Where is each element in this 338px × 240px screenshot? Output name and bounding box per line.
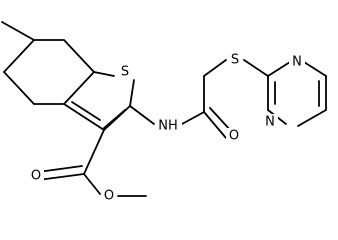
bond-ch2-s xyxy=(203,59,227,77)
structure-canvas: S S NH O O O N N xyxy=(1,21,327,204)
bond-layer xyxy=(1,21,327,197)
atom-nh-amide: NH xyxy=(158,119,178,134)
atom-bg-n-pyr-top xyxy=(289,54,305,70)
chemical-structure-diagram: S S NH O O O N N xyxy=(1,21,327,204)
atom-bg-o-amide xyxy=(226,128,242,144)
bond-pyr-n1-c6 xyxy=(303,61,327,77)
bond-ring-c3 xyxy=(3,39,35,73)
bond-thio-c3-c3a-double xyxy=(71,101,101,121)
bond-ester-carbonyl-double xyxy=(37,173,85,181)
bond-pyr-c5-c4 xyxy=(297,109,327,127)
atom-bg-s-thiophene xyxy=(117,64,133,80)
bond-thio-c-s xyxy=(93,71,115,77)
bond-nh-carbonyl xyxy=(181,111,205,125)
atom-bg-o-ester-methoxy xyxy=(101,188,117,204)
bond-c3-carbonyl xyxy=(83,129,105,175)
atom-s-thiophene: S xyxy=(121,65,129,80)
atom-label-layer: S S NH O O O N N xyxy=(28,52,305,204)
bond-thio-c3-c3a xyxy=(63,103,105,131)
bond-ring-c4 xyxy=(3,71,35,105)
atom-bg-s-thioether xyxy=(227,52,243,68)
bond-amide-carbonyl-double xyxy=(203,111,227,139)
atom-n-pyrimidine-bottom: N xyxy=(265,115,275,130)
bond-ester-carbonyl-double-2 xyxy=(37,165,83,173)
bond-c2-nh xyxy=(129,105,155,125)
bond-s-pyrimidine xyxy=(243,59,269,77)
atom-o-amide: O xyxy=(229,129,239,144)
atom-n-pyrimidine-top: N xyxy=(292,55,302,70)
bond-thio-s-c2 xyxy=(129,79,135,107)
bond-ring-c2 xyxy=(63,39,95,73)
atom-bg-nh xyxy=(156,118,182,134)
atom-o-ester-carbonyl: O xyxy=(31,169,41,184)
atom-s-thioether: S xyxy=(231,53,239,68)
bond-ester-c-o xyxy=(83,173,101,195)
atom-bg-o-ester-carbonyl xyxy=(28,168,44,184)
bond-ring-fused xyxy=(63,71,95,105)
bond-thio-c2-c3-inner xyxy=(103,109,126,129)
atom-o-ester-methoxy: O xyxy=(104,189,114,204)
atom-bg-n-pyr-bottom xyxy=(262,114,278,130)
bond-pyr-c2-n1 xyxy=(267,61,291,77)
bond-methyl xyxy=(1,21,35,41)
